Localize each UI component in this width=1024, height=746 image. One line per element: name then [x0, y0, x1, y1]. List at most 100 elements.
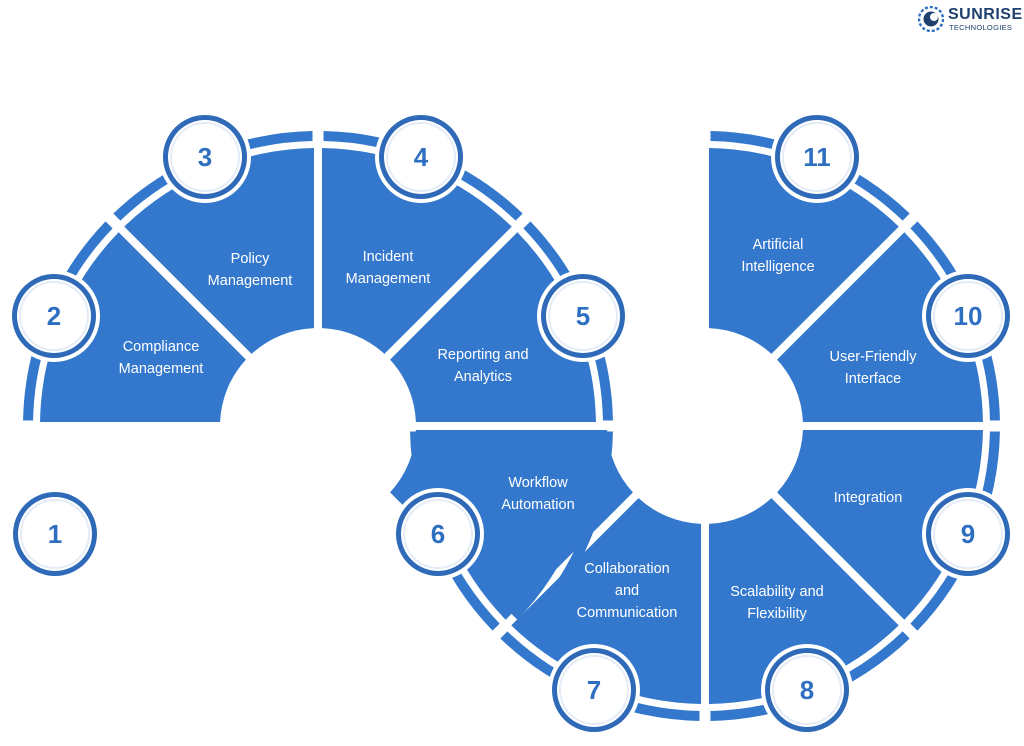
segment-2-outer-ring: [113, 131, 313, 221]
segment-3-wedge: [321, 148, 512, 354]
segment-1-wedge: [40, 232, 246, 423]
badge-inner-shade: [772, 655, 842, 725]
badge-1-number: 1: [48, 519, 62, 549]
segment-10-wedge: [777, 232, 983, 423]
wheel-segments: [40, 148, 983, 704]
segment-11-outer-ring: [710, 131, 910, 221]
badge-face: [931, 279, 1005, 353]
segment-8-wedge: [708, 498, 899, 704]
segment-11-label-line: Intelligence: [741, 259, 814, 275]
badge-face: [384, 120, 458, 194]
badge-5-number: 5: [576, 301, 590, 331]
segment-10-outer-ring: [910, 221, 1000, 421]
segment-4-label-line: Management: [346, 271, 431, 287]
segment-5-label-line: Reporting and: [437, 347, 528, 363]
badge-inner-shade: [933, 499, 1003, 569]
badge-5: 5: [537, 270, 629, 362]
badge-inner-shade: [20, 499, 90, 569]
segment-8-label-line: Flexibility: [747, 606, 807, 622]
segment-3-label-line: Policy: [231, 251, 270, 267]
badge-8-number: 8: [800, 675, 814, 705]
segment-8-label-line: Scalability and: [730, 584, 824, 600]
segment-2-label-line: Management: [119, 361, 204, 377]
segment-7-label-line: Collaboration: [584, 561, 669, 577]
badge-face: [780, 120, 854, 194]
badge-inner-shade: [19, 281, 89, 351]
badge-8: 8: [761, 644, 853, 736]
badge-11-number: 11: [803, 142, 831, 172]
segment-9-label-line: Integration: [834, 490, 903, 506]
segment-9-wedge: [777, 429, 983, 620]
badge-2-number: 2: [47, 301, 61, 331]
segment-1-label-line: Risk: [146, 471, 175, 487]
segment-4-label-line: Incident: [363, 249, 414, 265]
segment-9-outer-ring: [910, 431, 1000, 631]
badge-face: [17, 279, 91, 353]
badge-inner-shade: [170, 122, 240, 192]
badge-10: 10: [922, 270, 1014, 362]
badge-inner-shade: [782, 122, 852, 192]
segment-7-label-line: Communication: [577, 605, 678, 621]
badge-10-number: 10: [954, 301, 983, 331]
segment-2-label-line: Compliance: [123, 339, 200, 355]
segment-2-wedge: [124, 148, 315, 354]
badge-face: [770, 653, 844, 727]
badge-6: 6: [392, 488, 484, 580]
badge-face: [557, 653, 631, 727]
segment-5-label-line: Analytics: [454, 369, 512, 385]
sunrise-logo-icon: [918, 6, 944, 32]
badge-7-number: 7: [587, 675, 601, 705]
badge-4-number: 4: [414, 142, 429, 172]
badge-face: [401, 497, 475, 571]
segment-10-label-line: User-Friendly: [829, 349, 917, 365]
badge-6-number: 6: [431, 519, 445, 549]
badge-face: [18, 497, 92, 571]
segment-6-label-line: Workflow: [508, 475, 568, 491]
badge-2: 2: [8, 270, 100, 362]
segment-3-label-line: Management: [208, 273, 293, 289]
badge-face: [168, 120, 242, 194]
badge-inner-shade: [386, 122, 456, 192]
brand-tagline: TECHNOLOGIES: [949, 23, 1013, 32]
number-badges: 1 2 3 4 5 6 7 8 9 10 11: [8, 111, 1014, 736]
badge-4: 4: [375, 111, 467, 203]
badge-3: 3: [159, 111, 251, 203]
segment-1-outer-ring: [23, 221, 113, 421]
badge-11: 11: [771, 111, 863, 203]
segment-9-label: Integration: [834, 490, 903, 506]
badge-9: 9: [922, 488, 1014, 580]
segment-10-label-line: Interface: [845, 371, 901, 387]
segment-11-wedge: [708, 148, 899, 354]
badge-inner-shade: [548, 281, 618, 351]
segment-6-wedge: [427, 429, 633, 620]
badge-inner-shade: [403, 499, 473, 569]
badge-face: [931, 497, 1005, 571]
segment-1-label-line: Management: [118, 493, 203, 509]
brand-logo: SUNRISE TECHNOLOGIES: [918, 5, 1022, 35]
badge-3-number: 3: [198, 142, 212, 172]
segment-7-outer-ring: [500, 631, 700, 721]
badge-face: [546, 279, 620, 353]
segment-6-label-line: Automation: [501, 497, 574, 513]
segment-7-wedge: [511, 498, 702, 704]
segment-4-outer-ring: [523, 221, 613, 421]
segment-3-outer-ring: [323, 131, 523, 221]
segment-4-wedge: [390, 232, 596, 423]
badge-7: 7: [548, 644, 640, 736]
badge-inner-shade: [559, 655, 629, 725]
segment-11-label-line: Artificial: [753, 237, 804, 253]
segment-8-outer-ring: [710, 631, 910, 721]
badge-1: 1: [9, 488, 101, 580]
